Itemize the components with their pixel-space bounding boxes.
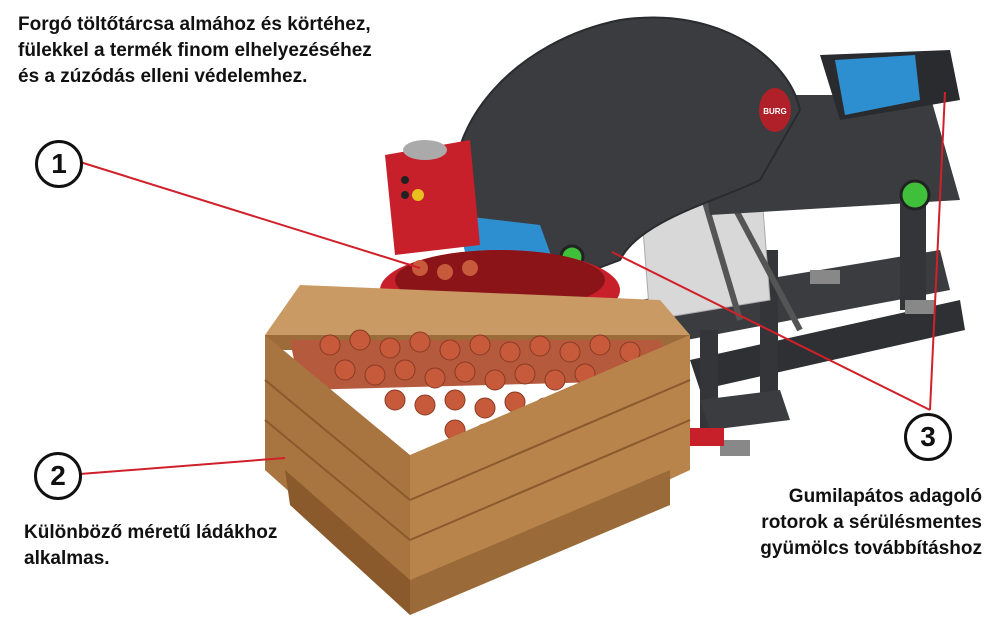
wooden-crate	[264, 285, 691, 615]
callout-1-badge: 1	[35, 140, 83, 188]
arched-arm	[452, 16, 802, 292]
brand-logo: BURG	[763, 107, 787, 116]
callout-3-text: Gumilapátos adagoló rotorok a sérülésmen…	[760, 486, 982, 559]
callout-1-text: Forgó töltőtárcsa almához és körtéhez, f…	[18, 14, 372, 87]
callout-3-badge: 3	[904, 413, 952, 461]
callout-2-badge: 2	[34, 452, 82, 500]
leader-lines	[79, 91, 946, 475]
callout-2-text: Különböző méretű ládákhoz alkalmas.	[24, 522, 278, 569]
